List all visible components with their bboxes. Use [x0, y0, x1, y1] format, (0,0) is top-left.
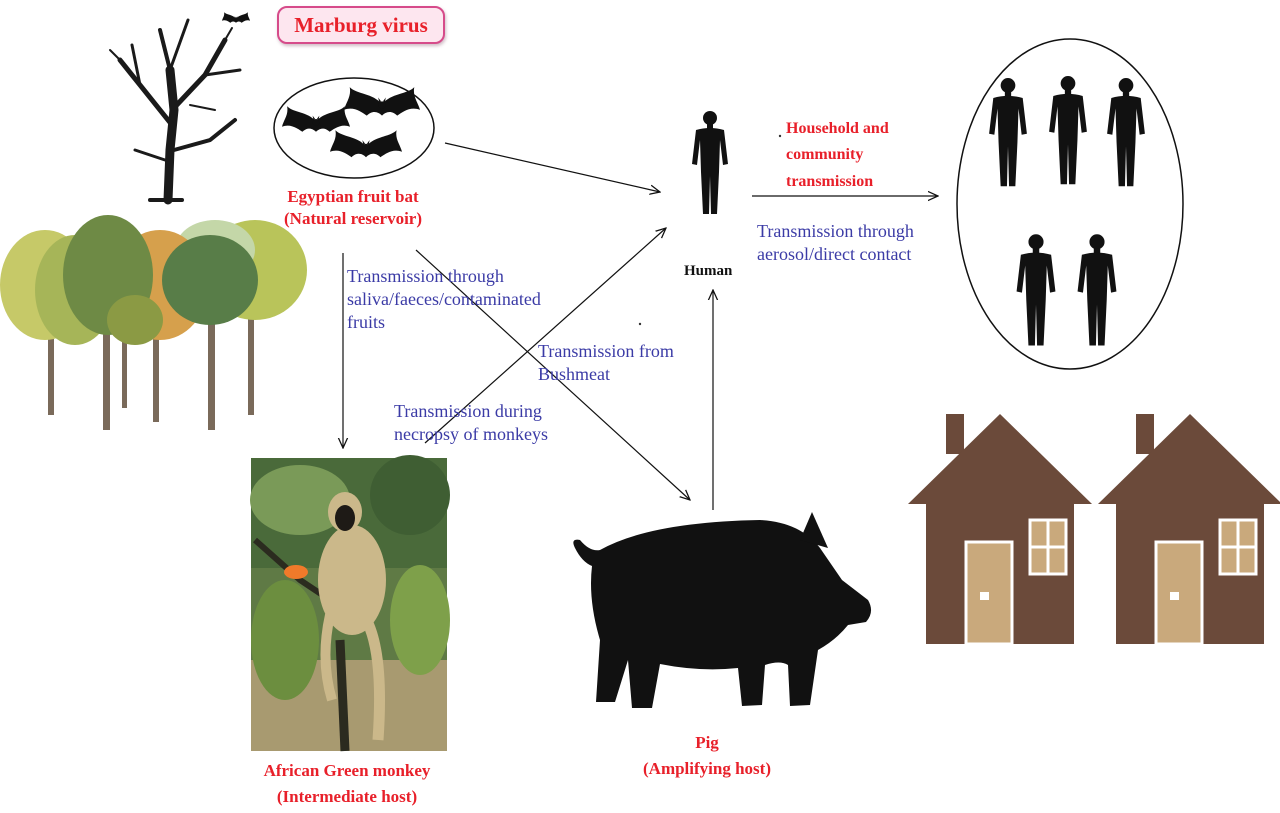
community-label-line2: community: [786, 146, 864, 164]
pig-label-line2: (Amplifying host): [643, 759, 771, 779]
diagram-title: Marburg virus: [294, 12, 428, 37]
community-label-line3: transmission: [786, 172, 874, 190]
edge-label-bat-to-pig-line1: Transmission from: [538, 341, 674, 361]
title-badge: Marburg virus: [277, 6, 445, 44]
community-label-line1: Household and: [786, 120, 889, 137]
pig-silhouette-icon: [573, 512, 872, 708]
edge-label-bat-to-pig-line2: Bushmeat: [538, 364, 610, 385]
bat-icon: [222, 12, 250, 23]
bat-label-line1: Egyptian fruit bat: [287, 187, 419, 206]
monkey-label: African Green monkey (Intermediate host): [236, 758, 458, 811]
edge-label-human-to-community-line1: Transmission through: [757, 221, 914, 241]
edge-label-bat-to-pig: Transmission from Bushmeat: [538, 340, 674, 386]
house-icon: [906, 412, 1094, 646]
dead-tree-icon: [109, 18, 242, 205]
human-label: Human: [684, 263, 733, 279]
edge-label-monkey-to-human-line2: necropsy of monkeys: [394, 424, 548, 445]
bat-label-line2: (Natural reservoir): [284, 208, 422, 228]
arrow-bat-to-pig: [415, 249, 690, 500]
human-silhouette-icon: [692, 111, 728, 214]
transmission-arrows: [343, 142, 938, 510]
edge-label-monkey-to-human-line1: Transmission during: [394, 401, 542, 421]
pig-label-line1: Pig: [695, 733, 719, 752]
edge-label-bat-to-monkey: Transmission through saliva/faeces/conta…: [347, 265, 541, 334]
arrow-bat-to-human: [444, 142, 660, 192]
edge-label-human-to-community: Transmission through aerosol/direct cont…: [757, 220, 914, 266]
monkey-label-line1: African Green monkey: [263, 761, 431, 780]
bat-colony: [273, 77, 435, 179]
monkey-photo: [250, 455, 450, 752]
edge-label-bat-to-monkey-line2: saliva/faeces/contaminated: [347, 289, 541, 310]
edge-label-bat-to-monkey-line1: Transmission through: [347, 266, 504, 286]
bat-label: Egyptian fruit bat (Natural reservoir): [268, 186, 438, 230]
pig-label: Pig (Amplifying host): [612, 730, 802, 783]
community-label: Household and community transmission: [786, 116, 889, 195]
edge-label-monkey-to-human: Transmission during necropsy of monkeys: [394, 400, 548, 446]
community-group: [956, 38, 1184, 370]
arrow-monkey-to-human: [424, 228, 666, 444]
edge-label-human-to-community-line2: aerosol/direct contact: [757, 244, 912, 265]
edge-label-bat-to-monkey-line3: fruits: [347, 312, 385, 333]
forest-icon: [0, 215, 307, 430]
monkey-label-line2: (Intermediate host): [276, 787, 418, 807]
house-icon: [1096, 412, 1280, 646]
